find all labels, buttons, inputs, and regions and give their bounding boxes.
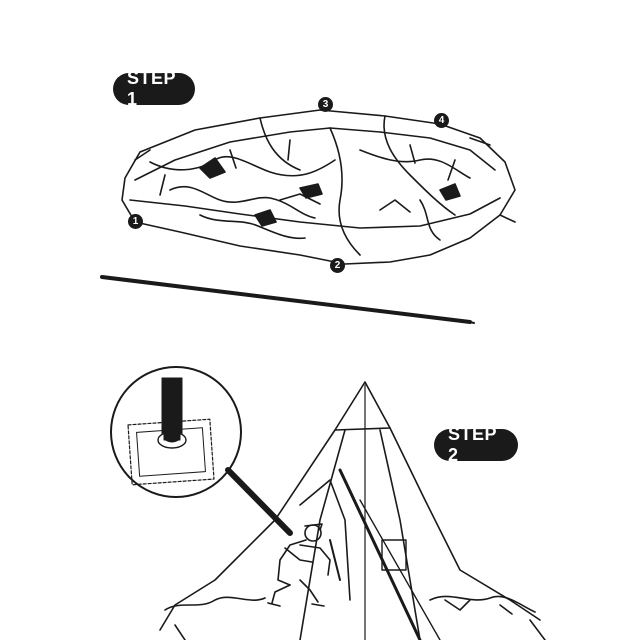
corner-marker-3: 3 — [318, 97, 333, 112]
person-figure — [267, 523, 341, 607]
tent-pole — [100, 275, 475, 324]
pitched-tent — [159, 381, 546, 640]
flat-tent-fabric — [121, 109, 516, 265]
step-2-badge: STEP 2 — [434, 424, 518, 465]
step-1-badge: STEP 1 — [113, 68, 195, 109]
corner-marker-1: 1 — [128, 214, 143, 229]
corner-marker-2: 2 — [330, 258, 345, 273]
corner-marker-4: 4 — [434, 113, 449, 128]
zoom-callout — [110, 366, 293, 536]
